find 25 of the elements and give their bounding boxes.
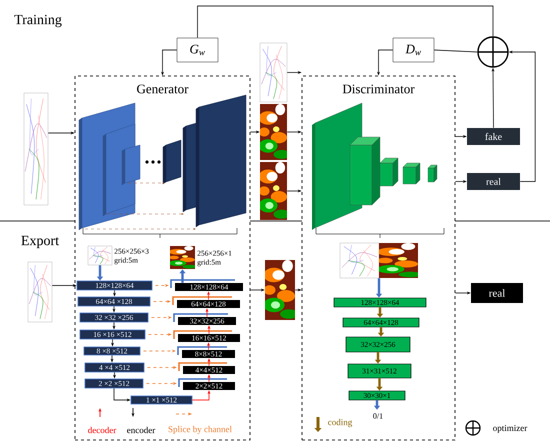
legend-text: coding [328,418,352,428]
frame-heading: Discriminator [342,84,414,94]
label-box: real [467,173,520,190]
optimizer-symbol [477,36,509,68]
label-box: fake [467,128,520,145]
section-label: Training [14,14,62,28]
picture [260,104,287,160]
legend-text: Splice by channel [168,426,232,434]
picture [28,262,52,322]
picture [340,242,418,278]
legend-text: decoder [88,426,116,434]
weight-box: D$_{w}$ [392,38,434,62]
connector-line [197,6,494,38]
connector-line [434,50,478,52]
weight-box: G$_{w}$ [176,38,218,62]
picture [265,260,295,320]
section-label: Export [21,236,59,248]
picture [260,162,287,220]
picture [260,42,288,102]
legend-text: optimizer [493,425,528,433]
picture [24,92,48,206]
frame-heading: Generator [137,84,188,94]
output-label: 0/1 [373,413,383,419]
legend-text: encoder [127,426,156,434]
label-box: real [471,283,523,303]
